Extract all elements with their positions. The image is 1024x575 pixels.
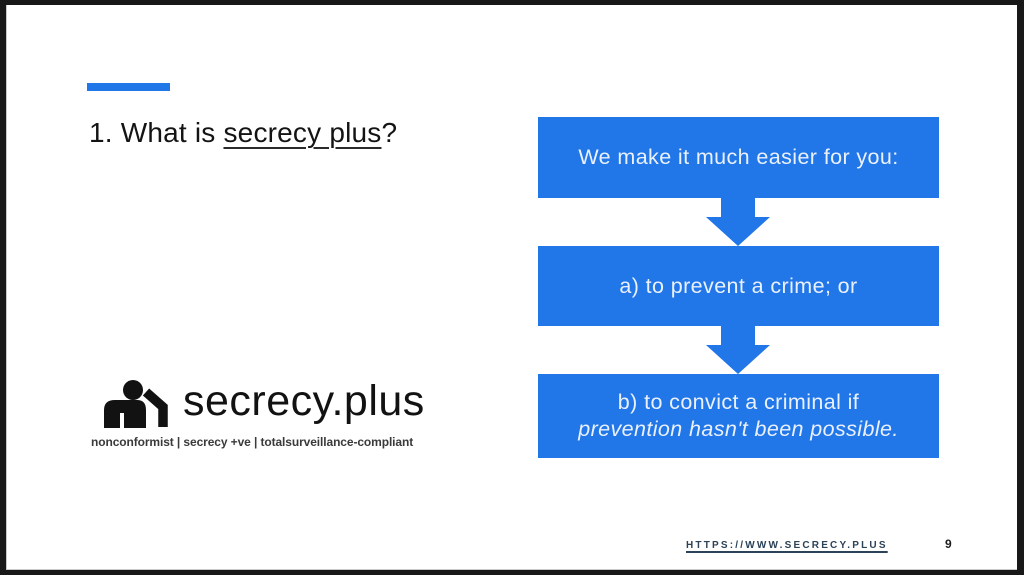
footer-url-link[interactable]: HTTPS://WWW.SECRECY.PLUS <box>686 540 888 551</box>
flow-box-3-label: b) to convict a criminal if prevention h… <box>578 389 899 443</box>
flow-box-2-label: a) to prevent a crime; or <box>619 273 858 298</box>
flow-box-3: b) to convict a criminal if prevention h… <box>538 374 939 458</box>
flow-box-1: We make it much easier for you: <box>538 117 939 198</box>
down-arrow-icon <box>706 326 770 374</box>
flow-box-3-line1: b) to convict a criminal if <box>617 390 860 414</box>
down-arrow-icon <box>706 198 770 246</box>
flow-box-1-label: We make it much easier for you: <box>578 145 899 169</box>
slide-canvas: 1. What is secrecy plus? We make it much… <box>6 5 1017 570</box>
accent-bar <box>87 83 170 91</box>
logo-wordmark: secrecy.plus <box>183 377 425 425</box>
flow-box-3-line2-italic: prevention hasn't been possible. <box>578 417 899 441</box>
page-number: 9 <box>945 537 952 551</box>
logo-tagline: nonconformist | secrecy +ve | totalsurve… <box>91 435 414 449</box>
flow-box-2: a) to prevent a crime; or <box>538 246 939 326</box>
title-prefix: 1. What is <box>89 117 224 148</box>
flow-diagram: We make it much easier for you: a) to pr… <box>538 117 939 458</box>
title-underlined-phrase: secrecy plus <box>223 117 382 148</box>
person-whisper-icon <box>104 380 168 428</box>
title-suffix: ? <box>381 117 398 148</box>
page-title: 1. What is secrecy plus? <box>89 117 397 149</box>
